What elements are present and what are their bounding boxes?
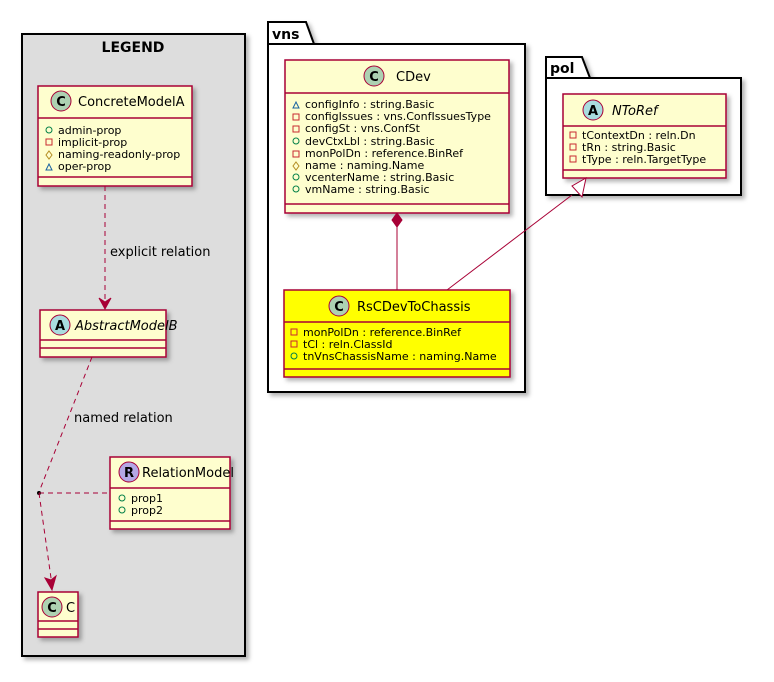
attr: monPolDn : reference.BinRef (303, 326, 462, 339)
package-marker-icon (292, 100, 300, 109)
public-marker-icon (292, 173, 300, 181)
class-stereotype-icon (363, 65, 385, 87)
attr: naming-readonly-prop (58, 148, 180, 161)
stereotype-letter: C (334, 300, 344, 315)
class-stereotype-icon (41, 596, 63, 618)
class-abstract-model-b[interactable]: A AbstractModelB (39, 309, 178, 358)
stereotype-letter: A (588, 104, 598, 119)
attr: tContextDn : reln.Dn (582, 129, 696, 142)
attr: configInfo : string.Basic (305, 98, 434, 111)
relation-stereotype-icon (118, 461, 140, 483)
edge-named-relation: named relation (37, 356, 173, 592)
class-stereotype-icon (50, 90, 72, 112)
edge-generalization (446, 177, 587, 291)
private-marker-icon (290, 328, 298, 336)
attr: tCl : reln.ClassId (303, 338, 393, 351)
class-stereotype-icon (328, 295, 350, 317)
public-marker-icon (118, 506, 126, 514)
private-marker-icon (569, 155, 577, 163)
attr: name : naming.Name (305, 159, 425, 172)
vns-title: vns (272, 27, 299, 43)
attr: vmName : string.Basic (305, 183, 430, 196)
edge-label-named: named relation (74, 411, 173, 426)
public-marker-icon (292, 185, 300, 193)
class-concrete-model-a[interactable]: C ConcreteModelA admin-prop implicit-pro… (37, 85, 193, 187)
attr: oper-prop (58, 160, 111, 173)
edge-label-explicit: explicit relation (110, 245, 210, 260)
public-marker-icon (118, 494, 126, 502)
class-rs-cdev-to-chassis[interactable]: C RsCDevToChassis monPolDn : reference.B… (283, 289, 511, 378)
abstract-stereotype-icon (582, 99, 604, 121)
stereotype-letter: A (55, 319, 65, 334)
class-relation-model[interactable]: R RelationModel prop1 prop2 (109, 456, 234, 530)
edge-composition (391, 212, 403, 290)
attr: devCtxLbl : string.Basic (305, 135, 435, 148)
pol-title: pol (550, 61, 574, 77)
private-marker-icon (290, 340, 298, 348)
stereotype-letter: C (369, 70, 379, 85)
stereotype-letter: C (56, 95, 66, 110)
stereotype-letter: R (124, 466, 134, 481)
attr: implicit-prop (58, 136, 127, 149)
public-marker-icon (45, 126, 53, 134)
attr: tRn : string.Basic (582, 141, 676, 154)
private-marker-icon (45, 138, 53, 146)
class-name: ConcreteModelA (78, 95, 185, 110)
class-name: NToRef (612, 104, 660, 119)
protected-marker-icon (292, 161, 300, 171)
attr: configIssues : vns.ConfIssuesType (305, 110, 491, 123)
abstract-stereotype-icon (49, 314, 71, 336)
attr: prop2 (131, 504, 163, 517)
private-marker-icon (292, 125, 300, 133)
attr: tType : reln.TargetType (582, 153, 706, 166)
class-cdev[interactable]: C CDev configInfo : string.Basic configI… (284, 59, 510, 214)
private-marker-icon (292, 150, 300, 158)
class-name: CDev (396, 70, 431, 85)
stereotype-letter: C (47, 601, 57, 616)
class-name: RelationModel (142, 466, 234, 481)
inheritance-arrow-icon (571, 177, 587, 199)
public-marker-icon (292, 137, 300, 145)
private-marker-icon (292, 113, 300, 121)
class-name: AbstractModelB (74, 319, 178, 334)
private-marker-icon (569, 143, 577, 151)
class-ntoref[interactable]: A NToRef tContextDn : reln.Dn tRn : stri… (562, 93, 727, 179)
private-marker-icon (569, 131, 577, 139)
composition-diamond-icon (391, 212, 403, 228)
class-name: C (66, 601, 75, 616)
attr: admin-prop (58, 124, 121, 137)
attr: vcenterName : string.Basic (305, 171, 454, 184)
legend-title: LEGEND (102, 40, 165, 56)
protected-marker-icon (45, 150, 53, 160)
edge-explicit-relation: explicit relation (98, 186, 210, 311)
attr: monPolDn : reference.BinRef (305, 147, 464, 160)
class-name: RsCDevToChassis (357, 300, 471, 315)
attr: prop1 (131, 492, 163, 505)
attr: tnVnsChassisName : naming.Name (303, 350, 497, 363)
public-marker-icon (290, 352, 298, 360)
attr: configSt : vns.ConfSt (305, 122, 421, 135)
package-marker-icon (45, 162, 53, 171)
class-c[interactable]: C C (37, 591, 79, 638)
